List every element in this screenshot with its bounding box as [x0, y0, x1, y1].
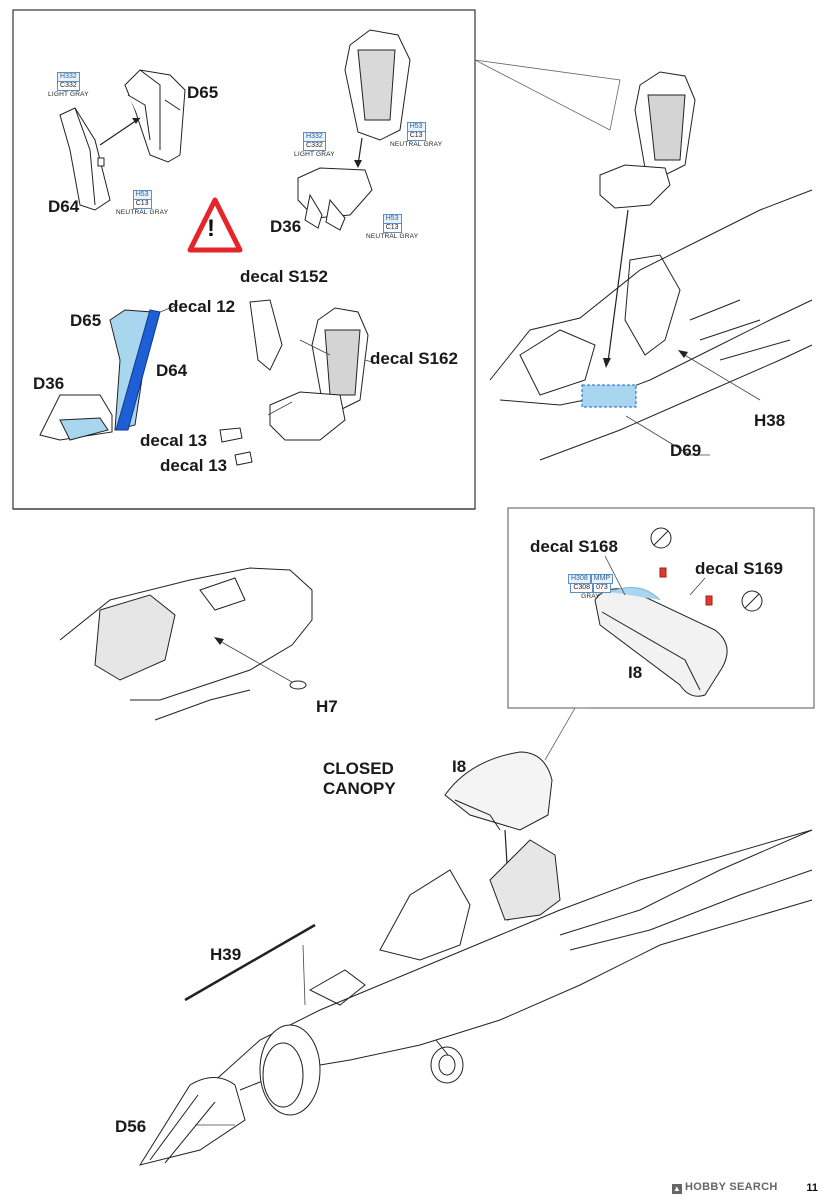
part-label-d36-side: D36: [33, 374, 65, 393]
warning-exclamation: !: [207, 215, 215, 242]
part-label-d65: D65: [187, 83, 219, 102]
decal-label-s169: decal S169: [695, 559, 783, 578]
decal-label-13b: decal 13: [160, 456, 228, 475]
part-label-i8-inset: I8: [628, 663, 643, 682]
decal-label-s168: decal S168: [530, 537, 618, 556]
nose-h7-drawing: [59, 567, 313, 721]
part-label-d69: D69: [670, 441, 702, 460]
decal-label-13a: decal 13: [140, 431, 208, 450]
watermark-logo-icon: ▲: [672, 1184, 682, 1194]
part-label-d36: D36: [270, 217, 302, 236]
assembled-seat-side-view: [39, 309, 161, 441]
part-d64-drawing: [59, 107, 111, 211]
watermark: ▲HOBBY SEARCH: [672, 1181, 778, 1194]
part-label-d56: D56: [115, 1117, 147, 1136]
paint-chip: H53 C13 NEUTRAL GRAY: [116, 190, 169, 216]
canopy-i8-inset-drawing: [594, 527, 763, 697]
page-number: 11: [806, 1182, 818, 1194]
part-label-d64-side: D64: [156, 361, 188, 380]
paint-chip: H53 C13 NEUTRAL GRAY: [366, 214, 419, 240]
closed-canopy-line2: CANOPY: [323, 779, 396, 798]
paint-chip: H332 C332 LIGHT GRAY: [48, 72, 89, 98]
cockpit-seat-drawing: [599, 71, 696, 209]
decal-label-12: decal 12: [168, 297, 236, 316]
inset-panel-frame: [507, 507, 815, 709]
fuselage-upper-drawing: [489, 189, 813, 461]
seat-decal-drawing: [219, 299, 369, 466]
part-label-h7: H7: [316, 697, 338, 716]
seat-d36-drawing: [297, 29, 411, 231]
paint-chip: H332 C332 LIGHT GRAY: [294, 132, 335, 158]
part-label-h38: H38: [754, 411, 786, 430]
decal-label-s162: decal S162: [370, 349, 458, 368]
decal-label-s152: decal S152: [240, 267, 328, 286]
paint-chip: H53 C13 NEUTRAL GRAY: [390, 122, 443, 148]
fuselage-closed-canopy-drawing: [138, 751, 813, 1166]
part-label-i8: I8: [452, 757, 467, 776]
part-d65-drawing: [124, 69, 186, 163]
closed-canopy-line1: CLOSED: [323, 759, 394, 778]
part-label-d65-side: D65: [70, 311, 102, 330]
warning-icon: [187, 197, 243, 253]
part-label-h39: H39: [210, 945, 242, 964]
part-label-d64: D64: [48, 197, 80, 216]
